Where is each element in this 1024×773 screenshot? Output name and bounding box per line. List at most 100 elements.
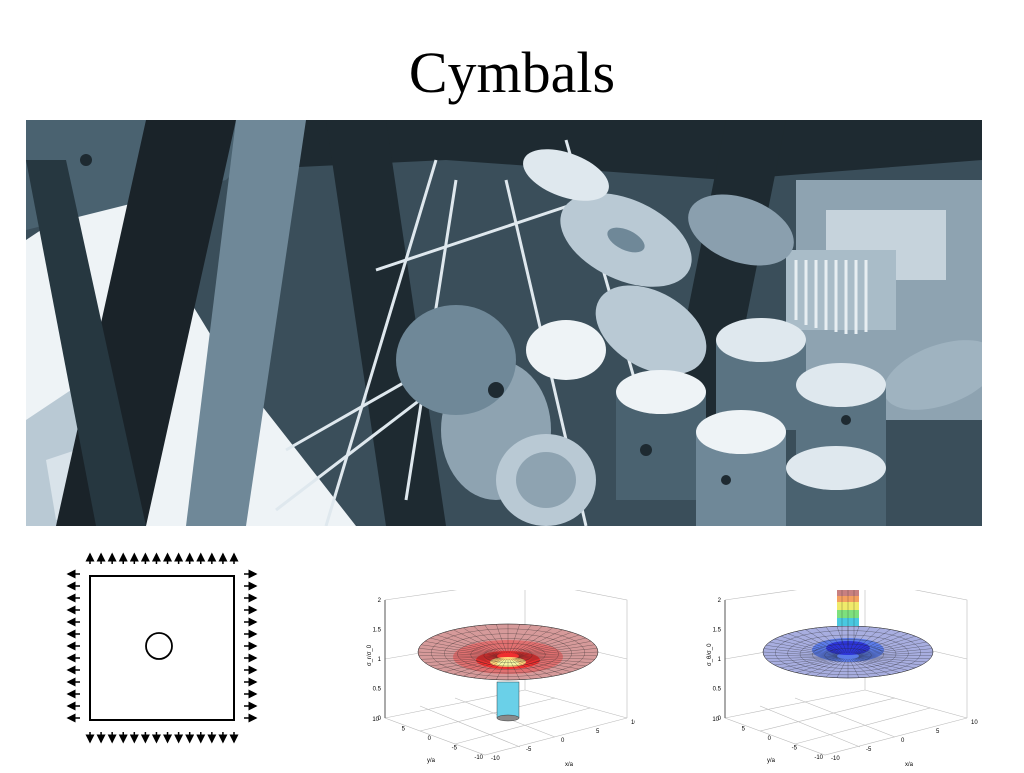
z-tick-label: 1.5 <box>373 628 382 634</box>
y-tick-label: 10 <box>712 717 719 723</box>
mesh-spoke <box>514 629 563 654</box>
z-axis-label: σ_r/σ_0 <box>367 644 373 666</box>
mesh-spoke <box>473 658 504 678</box>
mesh-spoke <box>518 648 598 656</box>
mesh-spoke <box>858 655 933 657</box>
y-axis-label: y/a <box>767 758 776 764</box>
x-tick-label: -10 <box>491 756 500 762</box>
mesh-spoke <box>853 658 891 675</box>
mesh-spoke <box>796 658 842 673</box>
mesh-spoke <box>857 638 922 655</box>
mesh-spoke <box>815 658 844 677</box>
y-tick-label: 5 <box>742 727 746 733</box>
mesh-spoke <box>453 629 502 654</box>
x-tick-label: -5 <box>526 747 532 753</box>
z-tick-label: 0.5 <box>713 687 722 693</box>
mesh-spoke <box>855 633 909 654</box>
mesh-spoke <box>515 657 572 672</box>
z-tick-label: 2 <box>378 598 382 604</box>
mesh-spoke <box>462 658 503 677</box>
mesh-spoke <box>513 627 554 654</box>
mesh-spoke <box>850 658 871 678</box>
right-tension-arrows <box>244 569 258 723</box>
mesh-spoke <box>796 631 842 654</box>
mesh-spoke <box>856 657 916 668</box>
mesh-spoke <box>484 624 506 654</box>
mesh-spoke <box>513 658 554 677</box>
z-tick-label: 1 <box>378 657 382 663</box>
mesh-spoke <box>769 657 838 663</box>
mesh-spoke <box>421 644 498 656</box>
y-tick-label: -10 <box>814 755 823 761</box>
x-axis-label: x/a <box>905 762 914 768</box>
x-tick-label: -10 <box>831 756 840 762</box>
mesh-spoke <box>858 651 934 657</box>
mesh-spoke <box>509 658 520 680</box>
mesh-spoke <box>858 657 927 663</box>
mesh-spoke <box>517 657 586 667</box>
y-tick-label: 0 <box>428 736 432 742</box>
left-tension-arrows <box>66 569 80 723</box>
slide-title: Cymbals <box>408 40 616 105</box>
mesh-spoke <box>518 655 598 657</box>
y-tick-label: 10 <box>372 717 379 723</box>
mesh-spoke <box>484 658 506 680</box>
mesh-spoke <box>512 626 543 654</box>
mesh-spoke <box>518 651 599 657</box>
y-tick-label: 0 <box>768 736 772 742</box>
plate-with-hole-diagram <box>60 548 270 748</box>
mesh-spoke <box>762 651 838 657</box>
x-tick-label: 10 <box>631 720 635 726</box>
mesh-spoke <box>509 624 520 654</box>
mesh-spoke <box>763 648 838 656</box>
mesh-spoke <box>418 648 498 656</box>
x-tick-label: 10 <box>971 720 978 726</box>
mesh-spoke <box>858 645 931 656</box>
mesh-spoke <box>518 644 595 656</box>
mesh-spoke <box>852 658 881 677</box>
y-axis-label: y/a <box>427 758 436 764</box>
mesh-spoke <box>815 627 844 654</box>
mesh-spoke <box>849 626 860 654</box>
mesh-spoke <box>444 657 501 672</box>
mesh-spoke <box>430 637 499 655</box>
y-tick-label: 5 <box>402 727 406 733</box>
drum-kit-photo <box>26 120 982 526</box>
mesh-spoke <box>436 657 500 670</box>
y-tick-label: -10 <box>474 755 483 761</box>
mesh-spoke <box>855 657 909 671</box>
mesh-spoke <box>774 638 839 655</box>
mesh-spoke <box>857 657 922 666</box>
mesh-spoke <box>515 632 572 654</box>
mesh-spoke <box>854 658 900 673</box>
mesh-spoke <box>436 634 500 655</box>
mesh-spoke <box>774 657 839 666</box>
mesh-spoke <box>849 658 860 678</box>
mesh-spoke <box>424 641 498 655</box>
mesh-spoke <box>421 656 498 660</box>
mesh-spoke <box>769 641 838 655</box>
top-tension-arrows <box>85 552 239 564</box>
bottom-tension-arrows <box>85 732 239 744</box>
mesh-spoke <box>853 629 891 654</box>
plate <box>89 575 235 721</box>
mesh-spoke <box>787 633 841 654</box>
x-axis-label: x/a <box>565 762 574 768</box>
mesh-spoke <box>787 657 841 671</box>
mesh-spoke <box>512 658 543 678</box>
mesh-spoke <box>496 658 507 680</box>
mesh-spoke <box>518 641 592 655</box>
z-tick-label: 0 <box>718 716 722 722</box>
mesh-spoke <box>854 631 900 654</box>
mesh-spoke <box>763 655 838 657</box>
mesh-spoke <box>805 658 843 675</box>
mesh-spoke <box>765 656 838 659</box>
mesh-spoke <box>473 626 504 654</box>
z-axis-label: σ_θ/σ_0 <box>707 643 713 666</box>
tube <box>496 681 520 719</box>
hole <box>145 632 173 660</box>
y-tick-label: -5 <box>452 746 458 752</box>
mesh-spoke <box>850 626 871 654</box>
